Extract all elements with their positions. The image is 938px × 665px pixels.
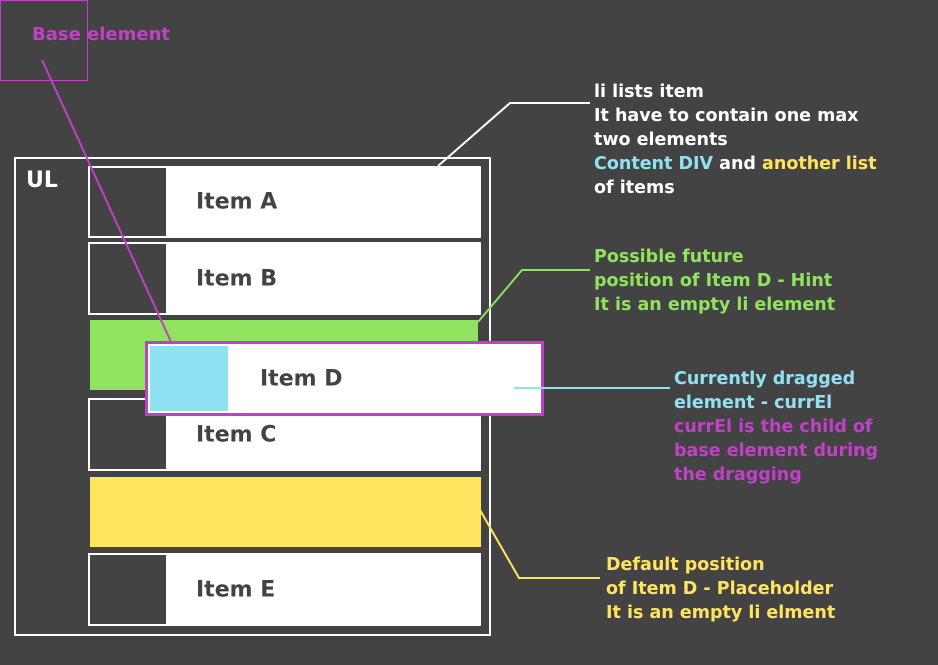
content-stub — [90, 244, 166, 313]
list-item-e[interactable]: Item E — [88, 553, 481, 626]
connector-hint-note — [477, 269, 590, 323]
hint-note: Possible future position of Item D - Hin… — [594, 245, 835, 317]
ul-label: UL — [26, 168, 58, 193]
content-div-term: Content DIV — [594, 154, 714, 174]
list-item-a[interactable]: Item A — [88, 166, 481, 238]
li-note-line: two elements — [594, 130, 728, 150]
placeholder-li — [90, 477, 481, 547]
dragged-item-label: Item D — [260, 366, 343, 391]
another-list-term: another list — [762, 154, 877, 174]
placeholder-note: Default position of Item D - Placeholder… — [606, 553, 835, 625]
dragged-note-line: currEl is the child of — [674, 417, 873, 437]
dragged-item-d[interactable]: Item D — [145, 341, 544, 416]
dragged-note-line: base element during — [674, 441, 879, 461]
hint-note-line: position of Item D - Hint — [594, 271, 833, 291]
list-item-label: Item C — [196, 422, 277, 447]
li-note-line: li lists item — [594, 82, 704, 102]
placeholder-note-line: It is an empty li elment — [606, 603, 836, 623]
list-item-b[interactable]: Item B — [88, 242, 481, 315]
list-item-label: Item A — [196, 189, 278, 215]
placeholder-note-line: Default position — [606, 555, 765, 575]
content-div — [150, 346, 228, 411]
li-note-and: and — [713, 154, 763, 174]
hint-note-line: Possible future — [594, 247, 744, 267]
dragged-note-line: the dragging — [674, 465, 802, 485]
dragged-note-line: element - currEl — [674, 393, 833, 413]
li-note-line: of items — [594, 178, 675, 198]
list-item-label: Item E — [196, 577, 276, 602]
placeholder-note-line: of Item D - Placeholder — [606, 579, 834, 599]
dragged-note-line: Currently dragged — [674, 369, 856, 389]
li-note-line: It have to contain one max — [594, 106, 859, 126]
content-stub — [90, 555, 166, 624]
connector-placeholder-note — [479, 509, 600, 579]
hint-note-line: It is an empty li element — [594, 295, 836, 315]
li-note: li lists item It have to contain one max… — [594, 80, 877, 200]
dragged-note: Currently dragged element - currEl currE… — [674, 367, 878, 487]
list-item-label: Item B — [196, 266, 277, 291]
content-stub — [90, 168, 166, 236]
list-item-c[interactable]: Item C — [88, 398, 481, 471]
base-element-label: Base element — [32, 24, 171, 45]
